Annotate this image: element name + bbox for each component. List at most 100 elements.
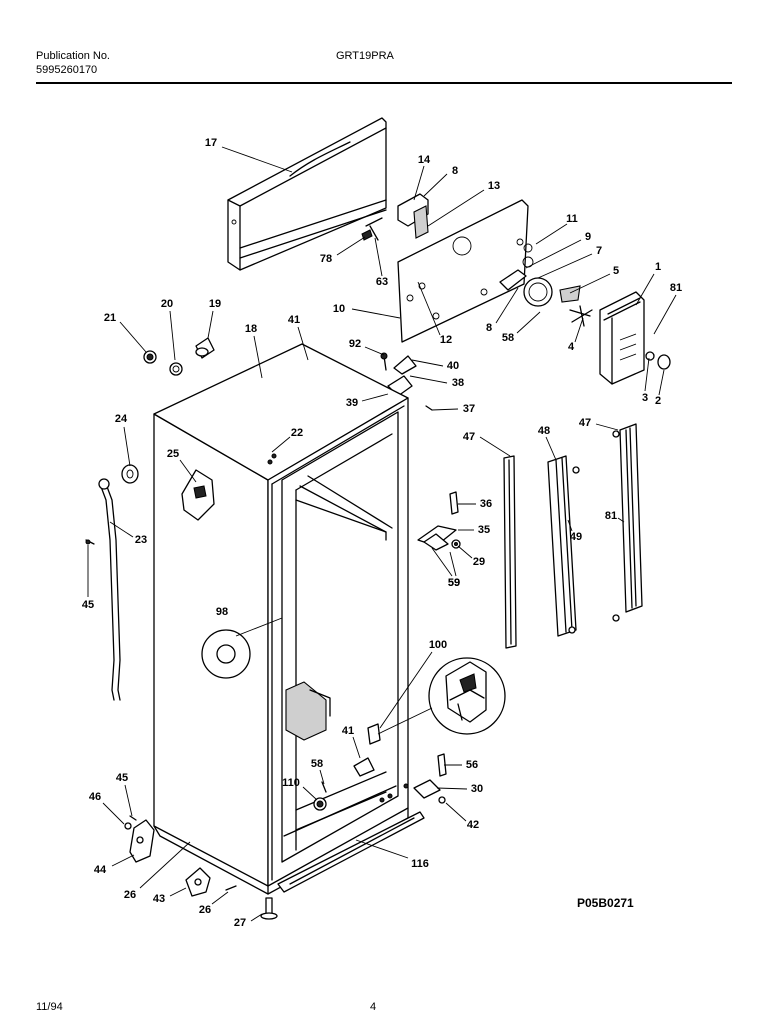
callout-17: 17	[205, 137, 217, 149]
leader-line-26	[139, 841, 191, 889]
leader-line-78	[336, 236, 366, 256]
publication-number: 5995260170	[36, 64, 98, 76]
callout-37: 37	[463, 403, 475, 415]
leader-line-21	[119, 321, 147, 353]
callout-9: 9	[585, 231, 591, 243]
callout-23: 23	[135, 534, 147, 546]
leader-line-45	[124, 784, 133, 817]
leader-line-81	[617, 517, 625, 523]
callout-14: 14	[418, 154, 431, 166]
footer-page-number: 4	[370, 1001, 377, 1013]
header-rule	[36, 82, 732, 84]
leader-line-47	[595, 423, 619, 431]
callout-3: 3	[642, 392, 648, 404]
callout-8: 8	[486, 322, 492, 334]
callout-29: 29	[473, 556, 485, 568]
callout-26: 26	[124, 889, 136, 901]
leader-line-41	[352, 736, 361, 759]
callout-59: 59	[448, 577, 460, 589]
callout-92: 92	[349, 338, 361, 350]
leader-line-59	[449, 551, 457, 577]
callout-41: 41	[288, 314, 300, 326]
diagram-code: P05B0271	[577, 896, 634, 910]
callout-22: 22	[291, 427, 303, 439]
callout-49: 49	[570, 531, 582, 543]
leader-line-37	[431, 408, 459, 411]
publication-label: Publication No.	[36, 50, 110, 62]
callout-41: 41	[342, 725, 354, 737]
callout-20: 20	[161, 298, 173, 310]
model-number: GRT19PRA	[336, 50, 394, 62]
leader-line-13	[427, 189, 485, 227]
callout-100: 100	[429, 639, 447, 651]
leader-line-43	[169, 887, 187, 897]
leader-line-81	[653, 294, 677, 335]
fan-motor	[499, 243, 593, 327]
drain-tube	[85, 464, 139, 701]
leader-line-22	[271, 436, 291, 453]
callout-42: 42	[467, 819, 479, 831]
leader-line-58	[319, 769, 325, 785]
callout-56: 56	[466, 759, 478, 771]
callout-48: 48	[538, 425, 550, 437]
callout-35: 35	[478, 524, 490, 536]
leader-line-3	[644, 357, 650, 392]
callout-44: 44	[94, 864, 107, 876]
leader-line-110	[302, 786, 318, 801]
callout-25: 25	[167, 448, 179, 460]
callout-4: 4	[568, 341, 575, 353]
leader-line-58	[516, 311, 541, 334]
side-bracket	[181, 469, 215, 521]
hinge-detail	[367, 657, 506, 745]
leader-line-100	[379, 651, 433, 729]
leader-line-9	[525, 239, 582, 269]
leader-line-25	[179, 459, 197, 483]
callout-8: 8	[452, 165, 458, 177]
callout-27: 27	[234, 917, 246, 929]
callout-30: 30	[471, 783, 483, 795]
gasket-strips	[503, 423, 643, 649]
leader-line-59	[431, 547, 453, 577]
control-box	[599, 291, 671, 385]
bottom-parts	[124, 811, 425, 920]
leader-line-12	[417, 281, 441, 336]
cabinet-shell	[153, 343, 409, 895]
callout-58: 58	[311, 758, 323, 770]
middle-hinge	[417, 491, 461, 551]
leader-line-1	[635, 273, 655, 306]
callout-81: 81	[605, 510, 617, 522]
leader-line-38	[409, 375, 448, 384]
leader-line-39	[361, 393, 389, 402]
callout-78: 78	[320, 253, 332, 265]
leader-line-49	[567, 519, 573, 532]
callout-63: 63	[376, 276, 388, 288]
callout-40: 40	[447, 360, 459, 372]
leader-line-17	[221, 146, 293, 173]
callout-24: 24	[115, 413, 128, 425]
leader-line-19	[207, 310, 214, 339]
leader-line-116	[355, 839, 409, 859]
callout-58: 58	[502, 332, 514, 344]
leader-line-23	[109, 521, 134, 538]
callout-98: 98	[216, 606, 228, 618]
callout-19: 19	[209, 298, 221, 310]
leader-line-2	[658, 369, 665, 396]
callout-47: 47	[579, 417, 591, 429]
leader-line-18	[253, 335, 263, 379]
footer-date: 11/94	[36, 1001, 63, 1013]
callout-2: 2	[655, 395, 661, 407]
leader-line-20	[169, 310, 176, 361]
leader-line-47	[479, 436, 511, 457]
callout-47: 47	[463, 431, 475, 443]
leader-line-48	[545, 436, 557, 461]
callout-59: 59	[448, 577, 460, 589]
callout-36: 36	[480, 498, 492, 510]
callout-81: 81	[670, 282, 682, 294]
leader-line-92	[364, 346, 385, 356]
callout-116: 116	[411, 858, 429, 870]
callout-45: 45	[116, 772, 128, 784]
leader-line-44	[111, 854, 135, 867]
leader-line-29	[457, 545, 473, 559]
